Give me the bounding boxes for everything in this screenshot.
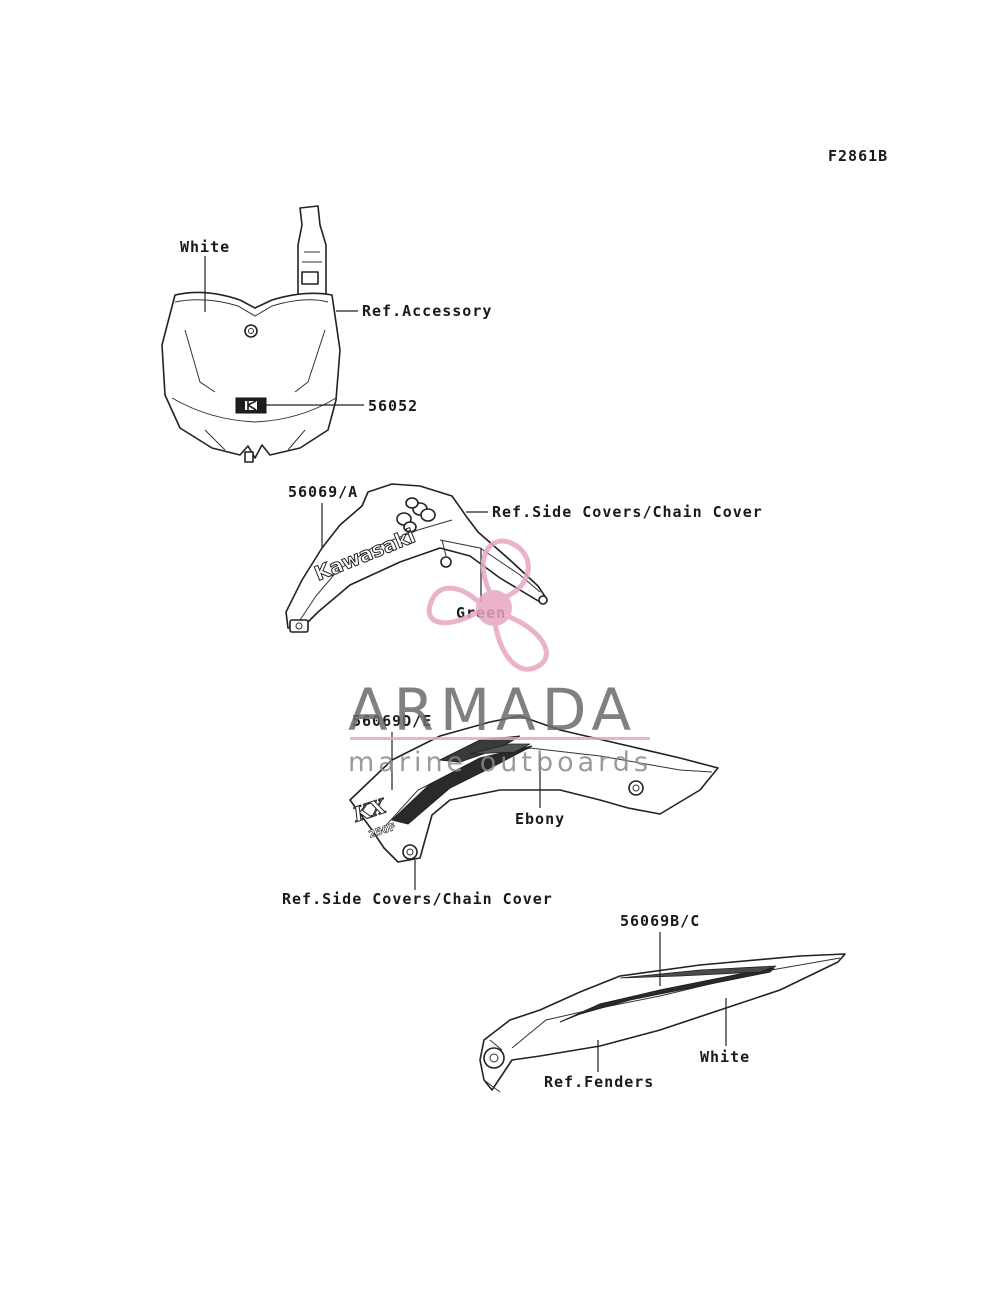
label-white-top: White — [180, 238, 230, 256]
watermark-tagline: marine outboards — [348, 747, 652, 778]
label-ref-fenders: Ref.Fenders — [544, 1073, 654, 1091]
label-part-56069-b-c: 56069B/C — [620, 912, 700, 930]
label-ref-side-covers-2: Ref.Side Covers/Chain Cover — [282, 890, 553, 908]
label-part-56069-a: 56069/A — [288, 483, 358, 501]
watermark-underline — [350, 737, 650, 740]
label-part-56069-d-e: 56069D/E — [352, 712, 432, 730]
rear-fender[interactable] — [479, 953, 846, 1093]
propeller-hub — [476, 590, 512, 626]
side-cover[interactable]: KX 250F — [349, 715, 719, 863]
label-part-56052: 56052 — [368, 397, 418, 415]
label-ref-accessory: Ref.Accessory — [362, 302, 492, 320]
label-ref-side-covers-1: Ref.Side Covers/Chain Cover — [492, 503, 763, 521]
propeller-logo-icon — [426, 538, 549, 672]
diagram-code: F2861B — [828, 147, 888, 165]
watermark-brand: ARMADA — [348, 676, 637, 744]
armada-watermark: ARMADA marine outboards — [348, 538, 652, 778]
label-white-bottom: White — [700, 1048, 750, 1066]
kawasaki-emblem-decal[interactable] — [235, 397, 267, 414]
front-number-plate[interactable] — [161, 205, 341, 463]
label-ebony: Ebony — [515, 810, 565, 828]
